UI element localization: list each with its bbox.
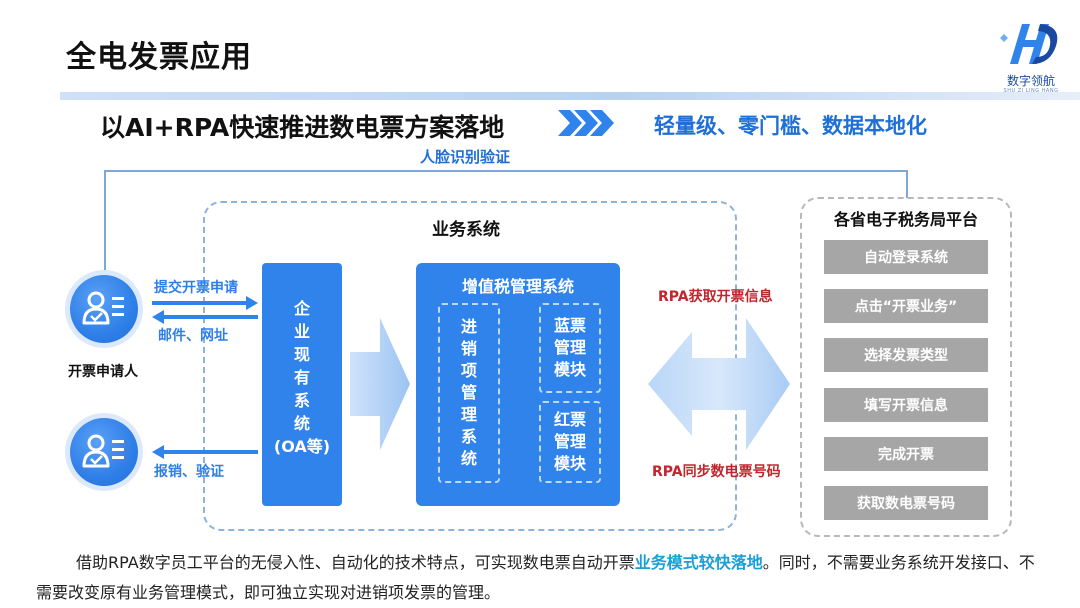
tax-step-fill-invoice-info: 填写开票信息 (824, 388, 988, 422)
business-system-title: 业务系统 (432, 220, 500, 240)
company-logo: 数字领航 SHU ZI LING HANG (996, 14, 1066, 94)
description-paragraph: 借助RPA数字员工平台的无侵入性、自动化的技术特点，可实现数电票自动开票业务模式… (36, 548, 1046, 608)
enterprise-to-vat-arrow (350, 318, 410, 450)
triple-chevron-icon (558, 110, 614, 136)
logo-subtitle: SHU ZI LING HANG (1003, 88, 1059, 94)
paragraph-highlight: 业务模式较快落地 (634, 553, 763, 572)
subtitle: 以AI+RPA快速推进数电票方案落地 (100, 113, 505, 142)
person-card-icon (82, 434, 124, 468)
paragraph-part-1: 借助RPA数字员工平台的无侵入性、自动化的技术特点，可实现数电票自动开票 (76, 553, 635, 572)
reimburse-verify-label: 报销、验证 (154, 464, 224, 480)
applicant-label: 开票申请人 (68, 364, 138, 380)
rpa-sync-number-label: RPA同步数电票号码 (652, 464, 781, 480)
logo-mark-icon (1000, 24, 1058, 64)
enterprise-system-block: 企 业 现 有 系 统 (OA等) (262, 263, 342, 506)
blue-invoice-module: 蓝票 管理 模块 (539, 303, 601, 393)
paragraph-part-2: 。同时，不需要业务系统开发接口、不需要改变原有业务管理模式，即可独立实现对进销项… (36, 553, 1035, 602)
tax-step-get-invoice-number: 获取数电票号码 (824, 486, 988, 520)
vat-tax-platform-double-arrow (648, 318, 790, 450)
tax-step-select-invoice-type: 选择发票类型 (824, 338, 988, 372)
enterprise-system-text: 企 业 现 有 系 统 (OA等) (273, 299, 331, 456)
sales-purchase-module: 进 销 项 管 理 系 统 (438, 303, 500, 483)
face-verification-connector-down (104, 170, 106, 282)
rpa-get-info-label: RPA获取开票信息 (658, 289, 773, 305)
logo-name: 数字领航 (1006, 74, 1055, 88)
tax-step-auto-login: 自动登录系统 (824, 240, 988, 274)
submit-request-label: 提交开票申请 (154, 280, 238, 296)
red-invoice-module: 红票 管理 模块 (539, 401, 601, 483)
applicant-avatar-2 (70, 418, 138, 486)
page-title: 全电发票应用 (66, 40, 252, 75)
face-verification-label: 人脸识别验证 (420, 148, 511, 166)
tax-step-click-invoice-business: 点击“开票业务” (824, 289, 988, 323)
slogan: 轻量级、零门槛、数据本地化 (654, 114, 927, 138)
face-verification-connector (104, 170, 908, 198)
applicant-avatar (70, 275, 138, 343)
person-card-icon (82, 291, 124, 325)
tax-platform-container (800, 197, 1012, 537)
vat-management-system-title: 增值税管理系统 (461, 277, 574, 296)
mail-address-label: 邮件、网址 (158, 328, 228, 344)
reimburse-arrow (152, 445, 258, 459)
submit-request-arrows (152, 296, 258, 324)
header-divider-bar (60, 92, 1080, 100)
tax-step-complete-invoice: 完成开票 (824, 437, 988, 471)
tax-platform-title: 各省电子税务局平台 (833, 210, 978, 229)
